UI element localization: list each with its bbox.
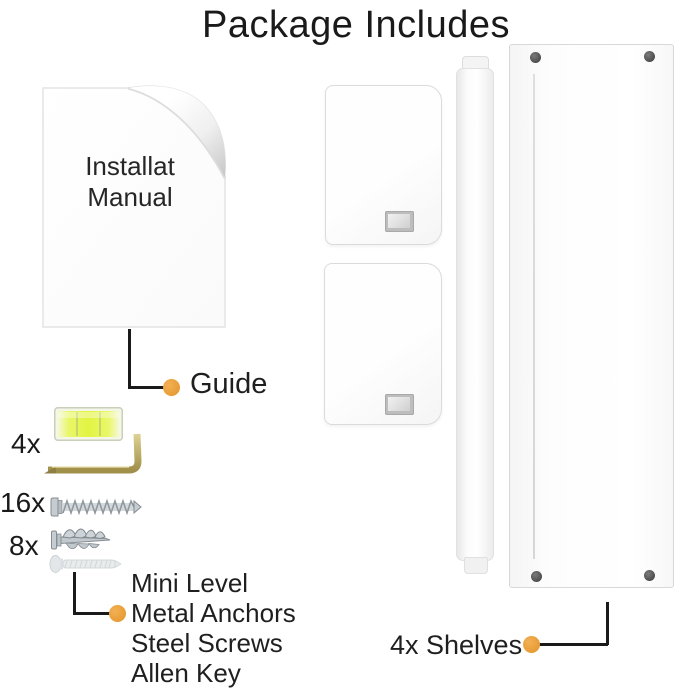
- allen-key-illustration: [44, 433, 142, 474]
- guide-callout-dot: [163, 379, 180, 396]
- manual-text-line-1: Installat: [85, 151, 175, 181]
- screw-hole: [530, 52, 541, 63]
- page-curl: [127, 85, 226, 180]
- metal-anchor-illustration: [51, 528, 111, 550]
- manual-cover-text: Installat Manual: [50, 151, 210, 213]
- hardware-label-steel-screws: Steel Screws: [131, 628, 283, 658]
- hardware-label-mini-level: Mini Level: [131, 568, 249, 598]
- mini-level-illustration: [54, 407, 123, 441]
- guide-label: Guide: [190, 368, 268, 400]
- steel-screw-illustration: [50, 497, 142, 517]
- hardware-callout-dot: [109, 605, 126, 622]
- installation-manual: Installat Manual: [40, 85, 230, 330]
- panel-seam: [533, 74, 535, 559]
- support-rod-bottom-cap: [464, 557, 488, 574]
- guide-callout-line-horizontal: [128, 386, 166, 389]
- guide-bracket-2: [324, 263, 442, 425]
- page-title: Package Includes: [202, 4, 510, 46]
- shelves-callout-line-vertical: [606, 602, 609, 645]
- hardware-label-allen-key: Allen Key: [131, 658, 241, 688]
- anchor-qty-label: 8x: [9, 530, 39, 561]
- shelves-callout-dot: [523, 636, 540, 653]
- manual-text-line-2: Manual: [87, 182, 173, 212]
- manual-paper-illustration: [42, 85, 227, 328]
- support-rod: [456, 68, 494, 561]
- hardware-callout-line-horizontal: [73, 612, 111, 615]
- guide-callout-line-vertical: [128, 329, 131, 388]
- guide-bracket-1: [325, 85, 442, 245]
- bracket-notch: [385, 211, 414, 232]
- small-screw-illustration: [49, 555, 122, 573]
- hardware-labels: Mini Level Metal Anchors Steel Screws Al…: [131, 568, 296, 688]
- shelves-callout-line-horizontal: [539, 643, 608, 646]
- hardware-callout-line-vertical: [73, 572, 76, 615]
- screw-hole: [644, 570, 655, 581]
- shelves-label: 4x Shelves: [390, 630, 523, 660]
- level-qty-label: 4x: [11, 428, 41, 459]
- hardware-label-metal-anchors: Metal Anchors: [131, 598, 296, 628]
- shelf-panel: [509, 44, 674, 588]
- bracket-notch: [385, 394, 414, 415]
- screw-qty-label: 16x: [0, 487, 46, 518]
- screw-hole: [644, 51, 655, 62]
- screw-hole: [531, 571, 542, 582]
